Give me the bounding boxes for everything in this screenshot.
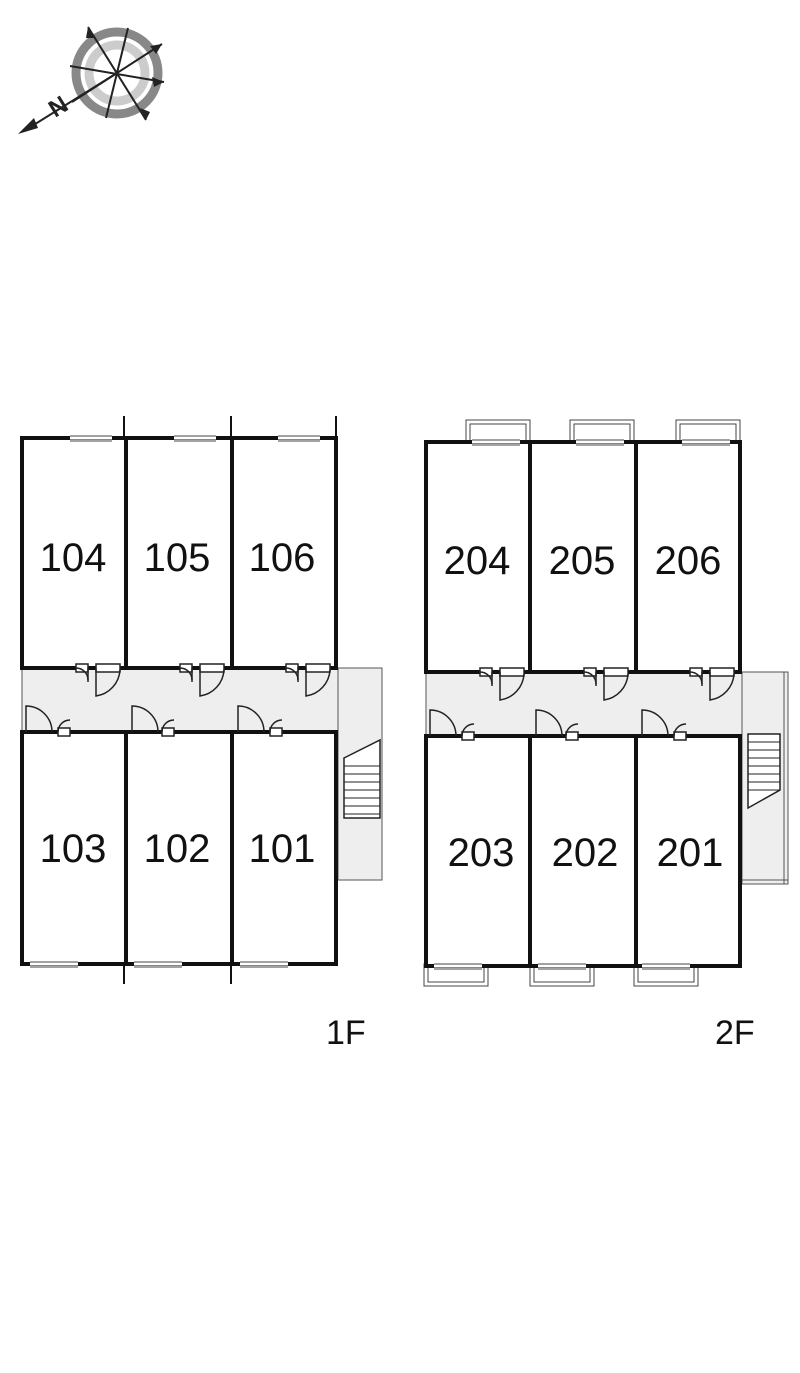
north-label: N — [44, 91, 73, 123]
compass-icon: N — [18, 26, 165, 134]
unit-103 — [20, 730, 128, 966]
corridor — [21, 667, 383, 733]
floor-label: 1F — [326, 1014, 366, 1052]
unit-106 — [230, 436, 338, 670]
door-icon — [479, 667, 735, 701]
unit-label: 203 — [448, 831, 515, 875]
unit-label: 105 — [144, 536, 211, 580]
unit-label: 204 — [444, 539, 511, 583]
unit-105 — [124, 436, 234, 670]
door-icon — [429, 709, 687, 741]
unit-label: 205 — [549, 539, 616, 583]
unit-206 — [634, 440, 742, 674]
unit-205 — [528, 440, 638, 674]
floor-1f-plan: 104 105 106 103 102 101 1F — [20, 416, 383, 1052]
unit-label: 101 — [249, 827, 316, 871]
unit-label: 106 — [249, 536, 316, 580]
door-icon — [75, 663, 331, 697]
unit-102 — [124, 730, 234, 966]
stairs-icon — [747, 733, 781, 810]
unit-label: 201 — [657, 831, 724, 875]
corridor — [425, 671, 789, 737]
unit-label: 103 — [40, 827, 107, 871]
balcony — [465, 419, 741, 443]
stairs-icon — [343, 738, 381, 819]
floor-label: 2F — [715, 1014, 755, 1052]
unit-label: 104 — [40, 536, 107, 580]
unit-104 — [20, 436, 128, 670]
unit-label: 206 — [655, 539, 722, 583]
unit-label: 102 — [144, 827, 211, 871]
unit-201 — [634, 734, 742, 968]
unit-202 — [528, 734, 638, 968]
unit-label: 202 — [552, 831, 619, 875]
unit-204 — [424, 440, 532, 674]
unit-101 — [230, 730, 338, 966]
floor-2f-plan: 204 205 206 203 202 201 2F — [423, 419, 789, 1052]
door-icon — [25, 705, 283, 737]
